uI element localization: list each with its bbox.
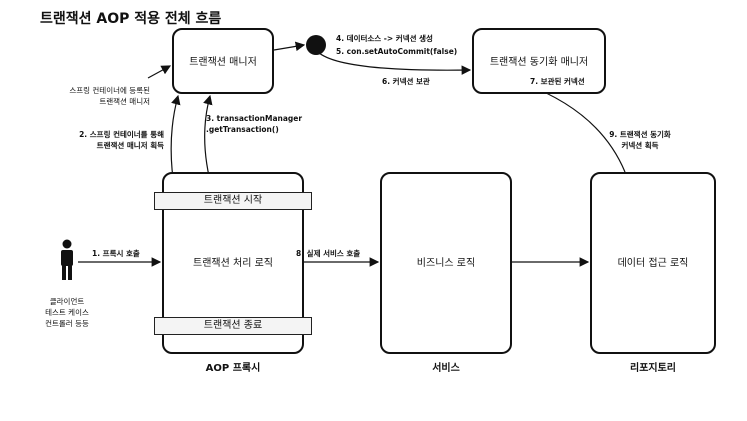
data-access-label: 데이터 접근 로직 xyxy=(617,258,689,269)
registered-manager-label-2: 트랜잭션 매니저 xyxy=(99,97,150,106)
step-9-label-2: 커넥션 획득 xyxy=(621,141,659,150)
step-4-label: 4. 데이터소스 -> 커넥션 생성 xyxy=(336,34,433,43)
datasource-dot xyxy=(306,35,326,55)
transaction-start-bar: 트랜잭션 시작 xyxy=(154,192,312,210)
client-label-3: 컨트롤러 등등 xyxy=(45,319,89,328)
step-2-label-1: 2. 스프링 컨테이너를 통해 xyxy=(79,130,164,139)
sync-manager-label: 트랜잭션 동기화 매니저 xyxy=(489,57,589,68)
transaction-manager-box: 트랜잭션 매니저 xyxy=(172,28,274,94)
client-label-1: 클라이언트 xyxy=(49,297,85,306)
step-3-label-2: .getTransaction() xyxy=(206,125,279,134)
business-logic-label: 비즈니스 로직 xyxy=(416,258,476,269)
step-1-label: 1. 프록시 호출 xyxy=(92,249,140,258)
client-label-2: 테스트 케이스 xyxy=(45,308,89,317)
transaction-logic-label: 트랜잭션 처리 로직 xyxy=(193,258,273,269)
registered-manager-label-1: 스프링 컨테이너에 등록된 xyxy=(69,86,150,95)
arrow-datasource-to-sync-manager xyxy=(317,51,472,75)
aop-proxy-caption: AOP 프록시 xyxy=(205,363,261,374)
step-9-label-1: 9. 트랜잭션 동기화 xyxy=(609,130,671,139)
step-8-label: 8. 실제 서비스 호출 xyxy=(296,249,361,258)
repository-box: 데이터 접근 로직 xyxy=(590,172,716,354)
service-box: 비즈니스 로직 xyxy=(380,172,512,354)
arrow-registered-to-manager xyxy=(147,65,172,79)
arrow-manager-to-datasource xyxy=(273,41,306,52)
step-7-label: 7. 보관된 커넥션 xyxy=(530,77,585,86)
step-3-label-1: 3. transactionManager xyxy=(206,114,303,123)
repository-caption: 리포지토리 xyxy=(630,363,676,374)
sync-manager-box: 트랜잭션 동기화 매니저 xyxy=(472,28,606,94)
step-6-label: 6. 커넥션 보관 xyxy=(382,77,430,86)
page-title: 트랜잭션 AOP 적용 전체 흐름 xyxy=(40,11,222,27)
service-caption: 서비스 xyxy=(432,363,460,374)
step-5-label: 5. con.setAutoCommit(false) xyxy=(336,47,458,56)
step-2-label-2: 트랜잭션 매니저 획득 xyxy=(96,141,164,150)
transaction-end-bar: 트랜잭션 종료 xyxy=(154,317,312,335)
transaction-manager-label: 트랜잭션 매니저 xyxy=(189,57,257,68)
